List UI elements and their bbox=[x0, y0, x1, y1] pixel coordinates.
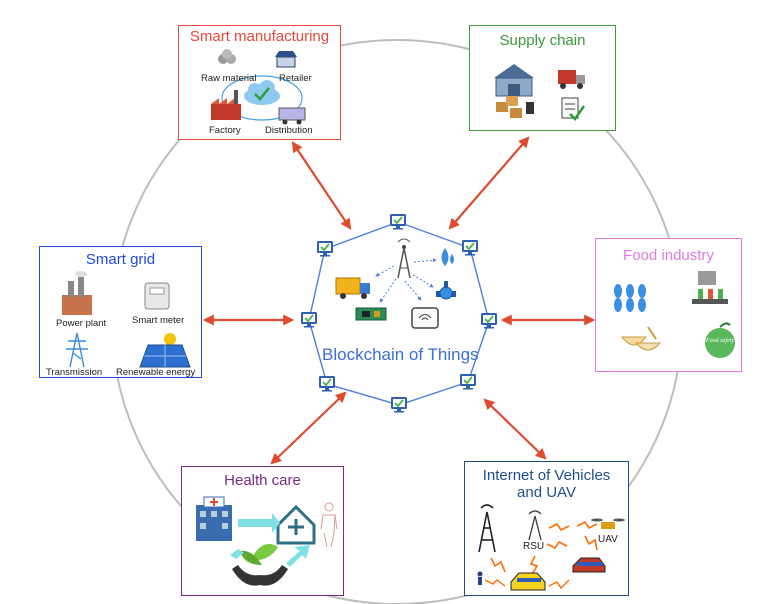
factory-icon bbox=[211, 90, 241, 120]
router-icon bbox=[411, 307, 439, 329]
hands-leaf-icon bbox=[232, 544, 288, 586]
health-care-box: Health care bbox=[181, 466, 344, 596]
water-drop-icon bbox=[441, 248, 454, 266]
blockchain-node-icon bbox=[462, 240, 478, 256]
raw-material-label: Raw material bbox=[201, 73, 257, 84]
distribution-icon bbox=[278, 107, 306, 125]
renewable-energy-label: Renewable energy bbox=[116, 367, 196, 378]
antenna-icon bbox=[397, 238, 411, 279]
connection-arrows bbox=[202, 136, 596, 465]
iov-title-line2: and UAV bbox=[517, 484, 576, 501]
supply-chain-title: Supply chain bbox=[499, 32, 586, 49]
cloud-check-icon bbox=[244, 80, 280, 105]
home-health-icon bbox=[276, 504, 316, 545]
blockchain-node-icon bbox=[301, 312, 317, 328]
person-outline-icon bbox=[320, 502, 338, 548]
retailer-label: Retailer bbox=[279, 73, 312, 84]
uav-label: UAV bbox=[598, 534, 618, 545]
distribution-label: Distribution bbox=[265, 125, 313, 136]
smart-manufacturing-title: Smart manufacturing bbox=[189, 28, 330, 45]
arrow-health-care bbox=[270, 391, 347, 465]
smart-grid-box: Smart grid Power plant Smart meter Trans… bbox=[39, 246, 202, 378]
car-icon bbox=[572, 557, 606, 573]
blockchain-node-icon bbox=[390, 214, 406, 230]
transmission-tower-icon bbox=[66, 332, 88, 368]
food-safety-text: Food safety bbox=[705, 337, 734, 344]
solar-panel-icon bbox=[139, 333, 191, 368]
blockchain-node-icon bbox=[460, 374, 476, 390]
iov-box: Internet of Vehicles and UAV RSU UAV bbox=[464, 461, 629, 596]
blockchain-node-icon bbox=[481, 313, 497, 329]
raw-material-icon bbox=[218, 49, 236, 64]
blockchain-node-icon bbox=[391, 397, 407, 413]
smart-manufacturing-box: Smart manufacturing Raw material Retaile… bbox=[178, 25, 341, 140]
smart-meter-label: Smart meter bbox=[132, 315, 185, 326]
blockchain-node-icon bbox=[317, 241, 333, 257]
food-bowls-icon bbox=[620, 326, 662, 351]
truck-icon bbox=[335, 277, 370, 299]
person-icon bbox=[477, 571, 483, 585]
wheat-icon bbox=[614, 284, 646, 312]
conveyor-icon bbox=[692, 271, 728, 304]
warehouse-icon bbox=[494, 64, 534, 97]
cell-tower-icon bbox=[478, 504, 496, 553]
food-industry-box: Food industry Food safety bbox=[595, 238, 742, 372]
boxes-forklift-icon bbox=[496, 96, 534, 118]
supply-chain-box: Supply chain bbox=[469, 25, 616, 131]
smart-grid-title: Smart grid bbox=[85, 251, 156, 268]
hospital-icon bbox=[196, 496, 232, 541]
pcb-icon bbox=[355, 307, 387, 321]
iov-title-line1: Internet of Vehicles bbox=[482, 467, 611, 484]
smart-meter-icon bbox=[144, 282, 170, 310]
food-safety-apple-icon: Food safety bbox=[705, 322, 735, 358]
rsu-label: RSU bbox=[523, 541, 545, 552]
retailer-icon bbox=[275, 51, 297, 68]
transmission-label: Transmission bbox=[46, 367, 103, 378]
car-icon-2 bbox=[510, 572, 546, 591]
valve-icon bbox=[436, 281, 456, 300]
arrow-manufacturing bbox=[291, 141, 352, 230]
blockchain-node-icon bbox=[319, 376, 335, 392]
checklist-icon bbox=[561, 97, 586, 121]
delivery-truck-icon bbox=[558, 70, 585, 89]
drone-icon bbox=[591, 518, 625, 529]
power-plant-label: Power plant bbox=[56, 318, 107, 329]
arrow-supply-chain bbox=[448, 136, 530, 230]
center-label: Blockchain of Things bbox=[322, 345, 479, 364]
food-industry-title: Food industry bbox=[623, 247, 714, 264]
health-care-title: Health care bbox=[224, 472, 301, 489]
arrow-iov bbox=[483, 398, 547, 460]
blockchain-network bbox=[301, 214, 497, 413]
rsu-antenna-icon bbox=[528, 510, 542, 541]
factory-label: Factory bbox=[209, 125, 241, 136]
power-plant-icon bbox=[62, 271, 92, 315]
